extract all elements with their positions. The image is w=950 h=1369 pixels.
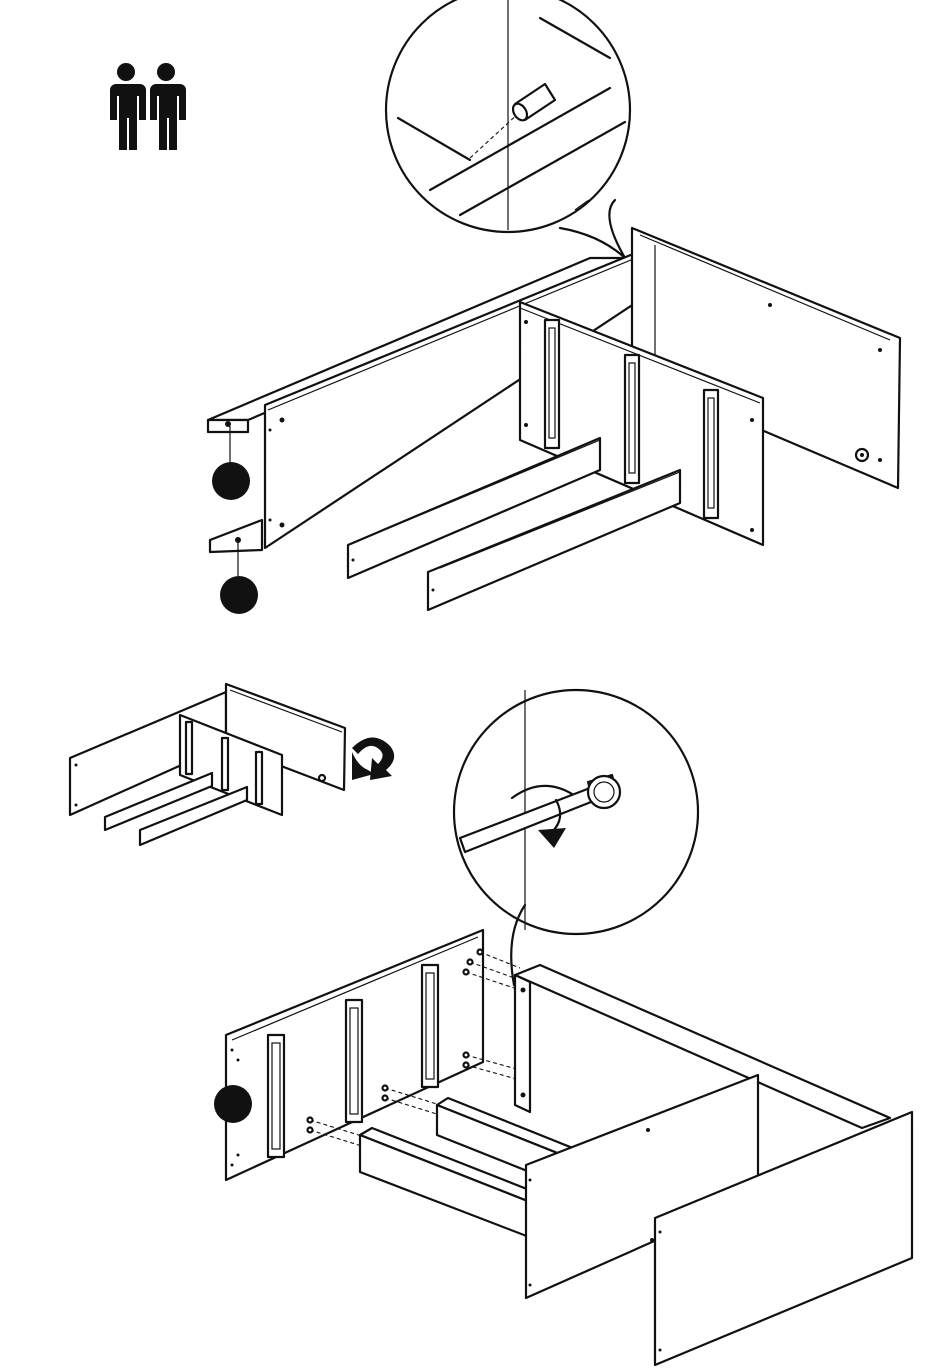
drawer-slide-3: [704, 390, 718, 518]
top-assembly: [208, 228, 900, 614]
drawer-slide-5: [346, 1000, 362, 1122]
rotate-arrow-icon: [352, 737, 394, 780]
drawer-slide-6: [422, 965, 438, 1087]
two-person-icon: [110, 63, 186, 150]
wooden-dowel: [510, 84, 555, 123]
bottom-assembly: [214, 930, 912, 1365]
drawer-slide-2: [625, 355, 639, 483]
callout-marker-2: [220, 542, 258, 614]
drawer-slide-4: [268, 1035, 284, 1157]
callout-marker-1: [212, 426, 250, 500]
small-assembly-preview: [70, 684, 394, 845]
detail-magnifier-top: [386, 0, 630, 258]
person-icon-left: [110, 63, 146, 150]
cam-lock-fitting: [856, 449, 868, 461]
callout-marker-3: [214, 1085, 252, 1123]
drawer-slide-1: [545, 320, 559, 448]
person-icon-right: [150, 63, 186, 150]
detail-magnifier-bottom: [454, 690, 698, 985]
